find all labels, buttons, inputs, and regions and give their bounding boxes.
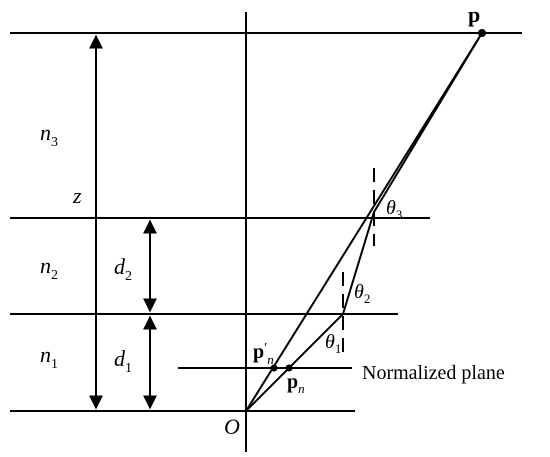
point-p-label: p — [468, 2, 480, 27]
point-p-marker — [478, 29, 486, 37]
point-p-prime-n-marker — [270, 364, 278, 372]
n2-label: n2 — [40, 253, 58, 283]
z-label: z — [72, 183, 82, 208]
n1-label: n1 — [40, 342, 58, 372]
n3-label: n3 — [40, 120, 58, 150]
theta1-label: θ1 — [325, 331, 341, 356]
refracted-ray-path — [245, 32, 483, 412]
theta2-label: θ2 — [354, 281, 370, 306]
theta3-label: θ3 — [386, 197, 402, 222]
normalized-plane-label: Normalized plane — [362, 362, 505, 384]
p-prime-n-label: p′n — [253, 341, 274, 367]
d1-label: d1 — [114, 346, 132, 376]
p-n-label: pn — [287, 371, 305, 396]
point-p-n-marker — [285, 364, 293, 372]
straight-ray — [245, 32, 483, 412]
d2-label: d2 — [114, 254, 132, 284]
origin-label: O — [224, 414, 240, 439]
